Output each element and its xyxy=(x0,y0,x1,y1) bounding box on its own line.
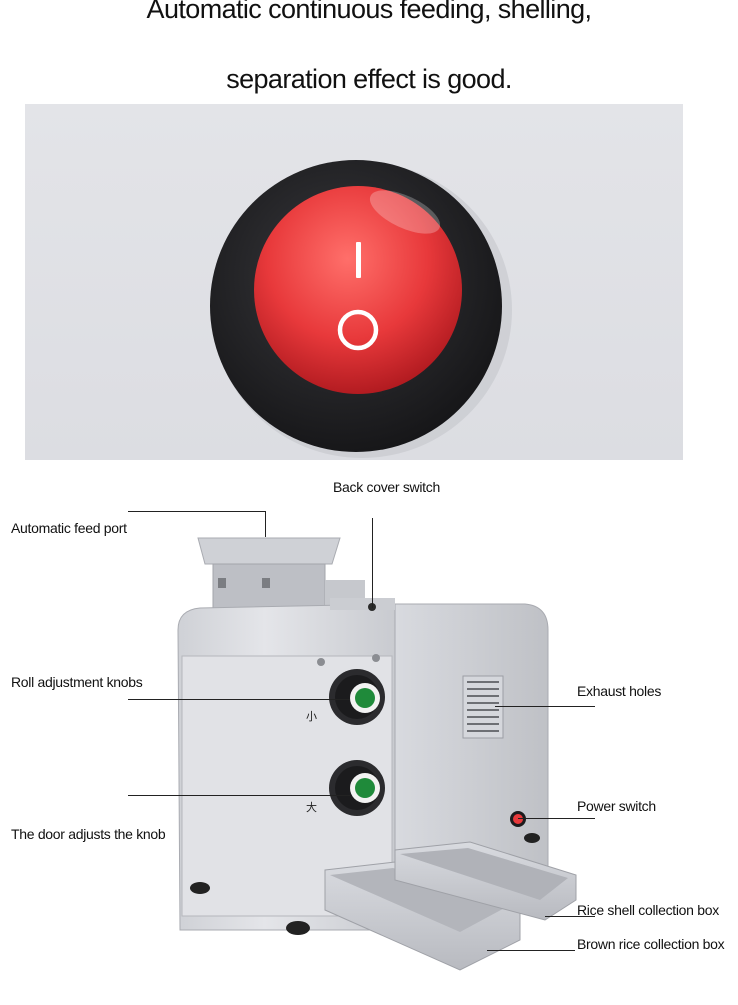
leader-power xyxy=(518,818,595,819)
rocker-switch-illustration xyxy=(210,160,512,458)
headline-line-2: separation effect is good. xyxy=(226,64,512,94)
leader-brown-rice xyxy=(487,950,575,951)
knob-mark-small: 小 xyxy=(306,710,317,723)
machine-diagram: 小 大 xyxy=(0,470,738,1000)
label-automatic-feed-port: Automatic feed port xyxy=(11,520,127,536)
leader-back-cover xyxy=(372,518,373,608)
leader-rice-shell xyxy=(545,916,595,917)
rice-shell-tray xyxy=(394,841,577,921)
leader-door-knob xyxy=(128,795,350,796)
label-back-cover-switch: Back cover switch xyxy=(333,479,440,495)
rice-huller-illustration: 小 大 xyxy=(177,537,577,971)
label-roll-adjustment-knobs: Roll adjustment knobs xyxy=(11,674,143,690)
label-door-adjusts-knob: The door adjusts the knob xyxy=(11,826,166,842)
leader-roll-knobs xyxy=(128,699,350,700)
leader-exhaust xyxy=(495,706,595,707)
on-symbol xyxy=(356,242,361,278)
label-rice-shell-box: Rice shell collection box xyxy=(577,902,719,918)
label-brown-rice-box: Brown rice collection box xyxy=(577,936,725,952)
switch-closeup-photo xyxy=(25,104,683,460)
off-symbol xyxy=(337,309,379,351)
knob-mark-large: 大 xyxy=(306,800,317,814)
exhaust-grille xyxy=(462,675,504,739)
leader-feed-port-h xyxy=(128,511,265,512)
leader-feed-port-v xyxy=(265,511,266,537)
headline-line-1: Automatic continuous feeding, shelling, xyxy=(146,0,593,24)
label-exhaust-holes: Exhaust holes xyxy=(577,683,662,699)
label-power-switch: Power switch xyxy=(577,798,656,814)
switch-red-button xyxy=(254,186,462,394)
